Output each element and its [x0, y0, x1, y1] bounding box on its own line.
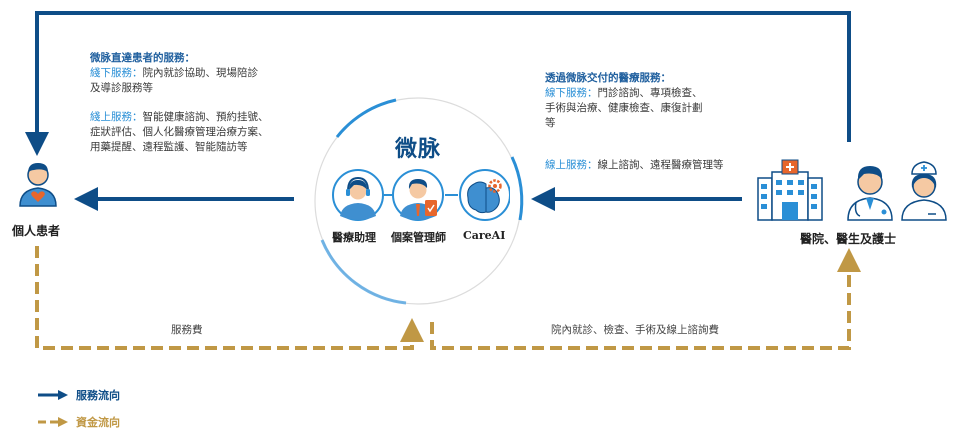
left-services-heading: 微脉直達患者的服務： [90, 52, 195, 64]
service-flow-top-loop [25, 11, 851, 156]
brain-gear-ai-icon [459, 169, 511, 221]
patient-heart-icon [16, 158, 60, 208]
left-online-text-1: 智能健康諮詢、預約挂號、 [142, 111, 269, 123]
dashed-arrow-icon [38, 417, 68, 427]
right-online-line: 線上服務：線上諮詢、遠程醫療管理等 [545, 158, 724, 173]
legend-money-flow: 資金流向 [38, 414, 120, 430]
right-offline-text-3: 等 [545, 117, 556, 129]
right-services-heading: 透過微脉交付的醫療服務： [545, 72, 671, 84]
weimai-brand-title: 微脉 [395, 137, 442, 162]
case-manager-clipboard-icon [392, 169, 444, 221]
medical-assistant-headset-icon [332, 169, 384, 221]
money-flow-patient-to-weimai [35, 246, 424, 350]
nurse-icon [901, 161, 947, 221]
right-online-text-1: 線上諮詢、遠程醫療管理等 [597, 159, 724, 171]
left-offline-text-2: 及導診服務等 [90, 82, 153, 94]
hospital-doctor-nurse-label: 醫院、醫生及護士 [800, 232, 897, 246]
right-offline-text-1: 門診諮詢、專項檢查、 [597, 87, 703, 99]
solid-arrow-icon [38, 390, 68, 400]
left-offline-text-1: 院內就診協助、現場陪診 [142, 67, 259, 79]
money-flow-weimai-to-hospital [430, 248, 861, 350]
legend-service-flow-label: 服務流向 [76, 389, 120, 402]
right-node-icons [752, 156, 952, 222]
left-services-block: 微脉直達患者的服務： 綫下服務：院內就診協助、現場陪診 及導診服務等 綫上服務：… [90, 51, 269, 155]
right-online-label: 線上服務： [545, 159, 598, 171]
left-offline-label: 綫下服務： [90, 67, 143, 79]
doctor-icon [847, 166, 893, 221]
role-label-careai: CareAI [463, 229, 506, 242]
left-online-text-3: 用藥提醒、遠程監護、智能隨訪等 [90, 141, 248, 153]
left-online-text-2: 症狀評估、個人化醫療管理治療方案、 [90, 126, 269, 138]
hospital-fee-label: 院內就診、檢查、手術及線上諮詢費 [551, 324, 719, 336]
patient-label: 個人患者 [12, 224, 61, 238]
right-offline-label: 線下服務： [545, 87, 598, 99]
legend-service-flow: 服務流向 [38, 387, 120, 403]
right-services-block: 透過微脉交付的醫療服務： 線下服務：門診諮詢、專項檢查、 手術與治療、健康檢查、… [545, 71, 703, 131]
left-online-label: 綫上服務： [90, 111, 143, 123]
service-fee-label: 服務費 [171, 324, 203, 336]
role-label-medical-assistant: 醫療助理 [332, 231, 376, 244]
role-label-case-manager: 個案管理師 [391, 231, 446, 244]
role-icons-row [330, 168, 511, 224]
legend-money-flow-label: 資金流向 [76, 416, 120, 429]
right-offline-text-2: 手術與治療、健康檢查、康復計劃 [545, 102, 703, 114]
hospital-icon [757, 159, 823, 221]
